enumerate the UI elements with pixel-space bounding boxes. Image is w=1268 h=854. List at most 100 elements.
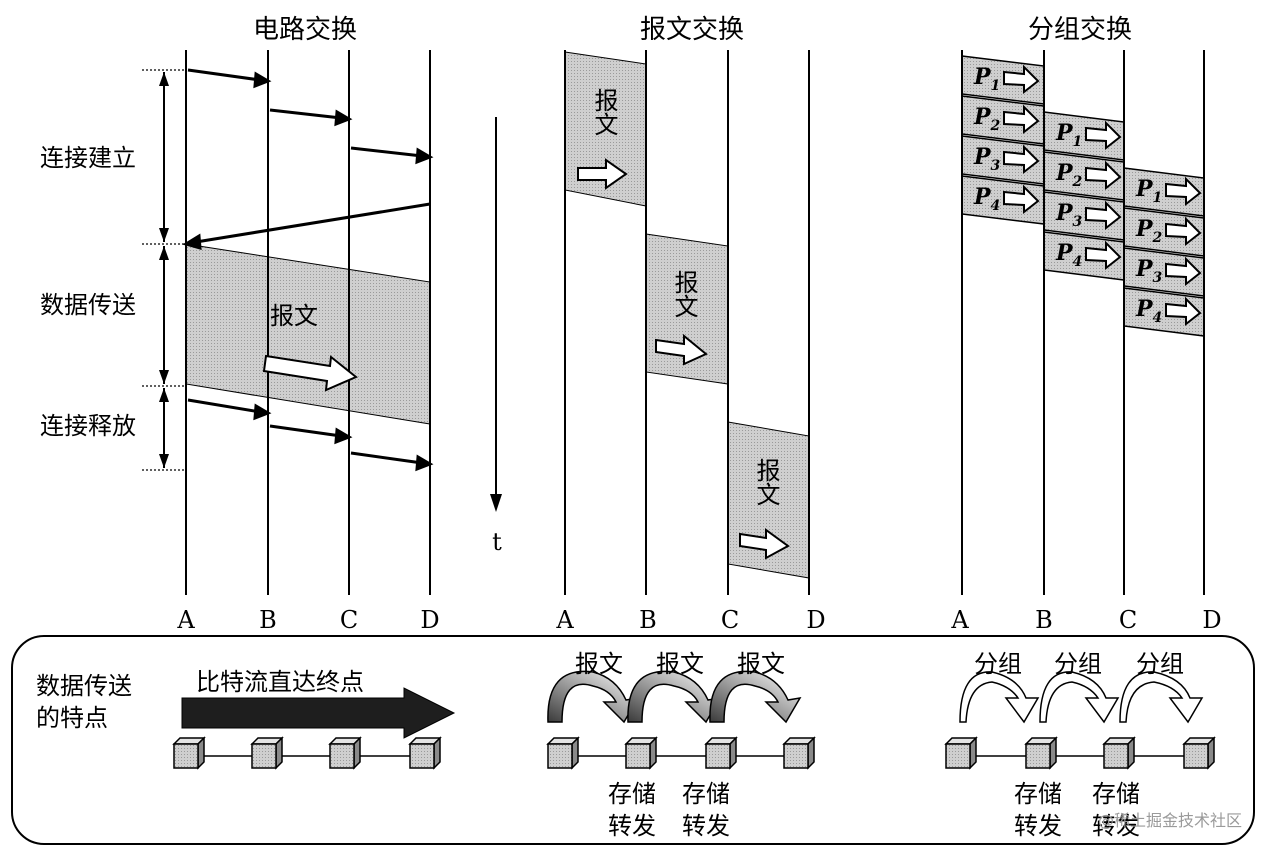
node-cube — [328, 736, 362, 770]
packet-label: P1 — [973, 64, 1000, 94]
message-label-2: 报文 — [670, 270, 698, 318]
packet-box: P4 — [1043, 231, 1125, 281]
characteristics-heading-2: 的特点 — [36, 704, 108, 732]
phase-setup-label: 连接建立 — [40, 144, 136, 172]
packet-label: P3 — [1135, 256, 1163, 286]
hop-arrow: 分组 — [959, 650, 1040, 724]
packet-label: P4 — [973, 184, 1000, 214]
node-label-a: A — [950, 606, 969, 634]
packet-box: P4 — [1123, 287, 1205, 337]
circuit-message-arrow — [262, 354, 358, 392]
circuit-message-label: 报文 — [270, 302, 318, 330]
node-cube — [1182, 736, 1216, 770]
node-cube — [624, 736, 658, 770]
time-label: t — [492, 528, 502, 556]
node-label-b: B — [639, 606, 657, 634]
hop-arrow: 报文 — [547, 650, 640, 724]
node-cube — [704, 736, 738, 770]
node-label-d: D — [420, 606, 439, 634]
packet-arrow-icon — [1085, 200, 1122, 231]
store-label: 存储 — [1092, 780, 1140, 808]
forward-label: 转发 — [682, 812, 730, 840]
node-label-c: C — [1119, 606, 1137, 634]
node-cube — [408, 736, 442, 770]
message-switching-title: 报文交换 — [640, 15, 744, 45]
store-label: 存储 — [608, 780, 656, 808]
packet-label: P4 — [1055, 240, 1082, 270]
packet-box: P2 — [1043, 151, 1125, 201]
message-panel: 报文 报文 报文 — [564, 50, 810, 595]
hop-arrows: 报文 报文 报文 分组 分组 分组 — [547, 650, 1204, 724]
phase-release-label: 连接释放 — [40, 412, 136, 440]
node-label-c: C — [340, 606, 358, 634]
store-label: 存储 — [1014, 780, 1062, 808]
packet-label: P1 — [1135, 176, 1162, 206]
message-label-1a: 报文 — [590, 88, 618, 136]
packet-label: P1 — [1055, 120, 1082, 150]
packet-arrow-icon — [1003, 184, 1040, 215]
node-cube — [546, 736, 580, 770]
time-axis: t — [490, 117, 502, 556]
message-arrow-3 — [739, 528, 790, 560]
packet-arrow-icon — [1165, 256, 1202, 287]
node-cube — [1024, 736, 1058, 770]
node-label-b: B — [259, 606, 277, 634]
packet-arrow-icon — [1165, 296, 1202, 327]
packet-arrow-icon — [1003, 104, 1040, 135]
node-cube — [172, 736, 206, 770]
hop-label: 报文 — [575, 650, 623, 678]
packet-arrow-icon — [1165, 176, 1202, 207]
circuit-data-band — [185, 243, 431, 425]
phase-transfer-label: 数据传送 — [40, 291, 136, 319]
packet-label: P2 — [1135, 216, 1163, 246]
node-label-d: D — [1202, 606, 1221, 634]
packet-arrow-icon — [1085, 120, 1122, 151]
hop-label: 报文 — [656, 650, 704, 678]
setup-arrows — [182, 68, 434, 251]
message-arrow-1 — [577, 158, 628, 190]
packet-label: P4 — [1135, 296, 1162, 326]
node-label-c: C — [721, 606, 739, 634]
packet-box: P1 — [1123, 167, 1205, 217]
node-cube — [1102, 736, 1136, 770]
hop-arrow: 报文 — [627, 650, 722, 724]
packet-arrow-icon — [1165, 216, 1202, 247]
watermark: @稀土掘金技术社区 — [1098, 811, 1242, 830]
bitstream-label: 比特流直达终点 — [196, 668, 364, 696]
packet-switching-title: 分组交换 — [1028, 15, 1132, 45]
node-cube — [944, 736, 978, 770]
packet-label: P2 — [973, 104, 1001, 134]
node-label-a: A — [176, 606, 195, 634]
packet-label: P3 — [1055, 200, 1083, 230]
node-label-d: D — [806, 606, 825, 634]
hop-arrow: 分组 — [1039, 650, 1120, 724]
circuit-switching-title: 电路交换 — [253, 15, 357, 45]
packet-arrow-icon — [1085, 160, 1122, 191]
packet-box: P3 — [1043, 191, 1125, 241]
hop-label: 分组 — [974, 650, 1022, 678]
hop-arrow: 报文 — [709, 650, 802, 724]
packet-label: P3 — [973, 144, 1001, 174]
hop-label: 分组 — [1054, 650, 1102, 678]
message-arrow-2 — [655, 333, 708, 366]
phase-markers — [142, 69, 186, 471]
node-cube — [782, 736, 816, 770]
packet-arrow-icon — [1085, 240, 1122, 271]
packet-arrow-icon — [1003, 144, 1040, 175]
store-label: 存储 — [682, 780, 730, 808]
packet-box: P3 — [1123, 247, 1205, 297]
hop-label: 分组 — [1136, 650, 1184, 678]
hop-label: 报文 — [737, 650, 785, 678]
message-label-3: 报文 — [752, 458, 780, 506]
packet-box: P2 — [1123, 207, 1205, 257]
hop-arrow: 分组 — [1119, 650, 1204, 724]
forward-label: 转发 — [1092, 812, 1140, 840]
forward-label: 转发 — [1014, 812, 1062, 840]
bitstream-arrow — [181, 687, 456, 739]
characteristics-heading-1: 数据传送 — [36, 672, 132, 700]
node-label-b: B — [1035, 606, 1053, 634]
